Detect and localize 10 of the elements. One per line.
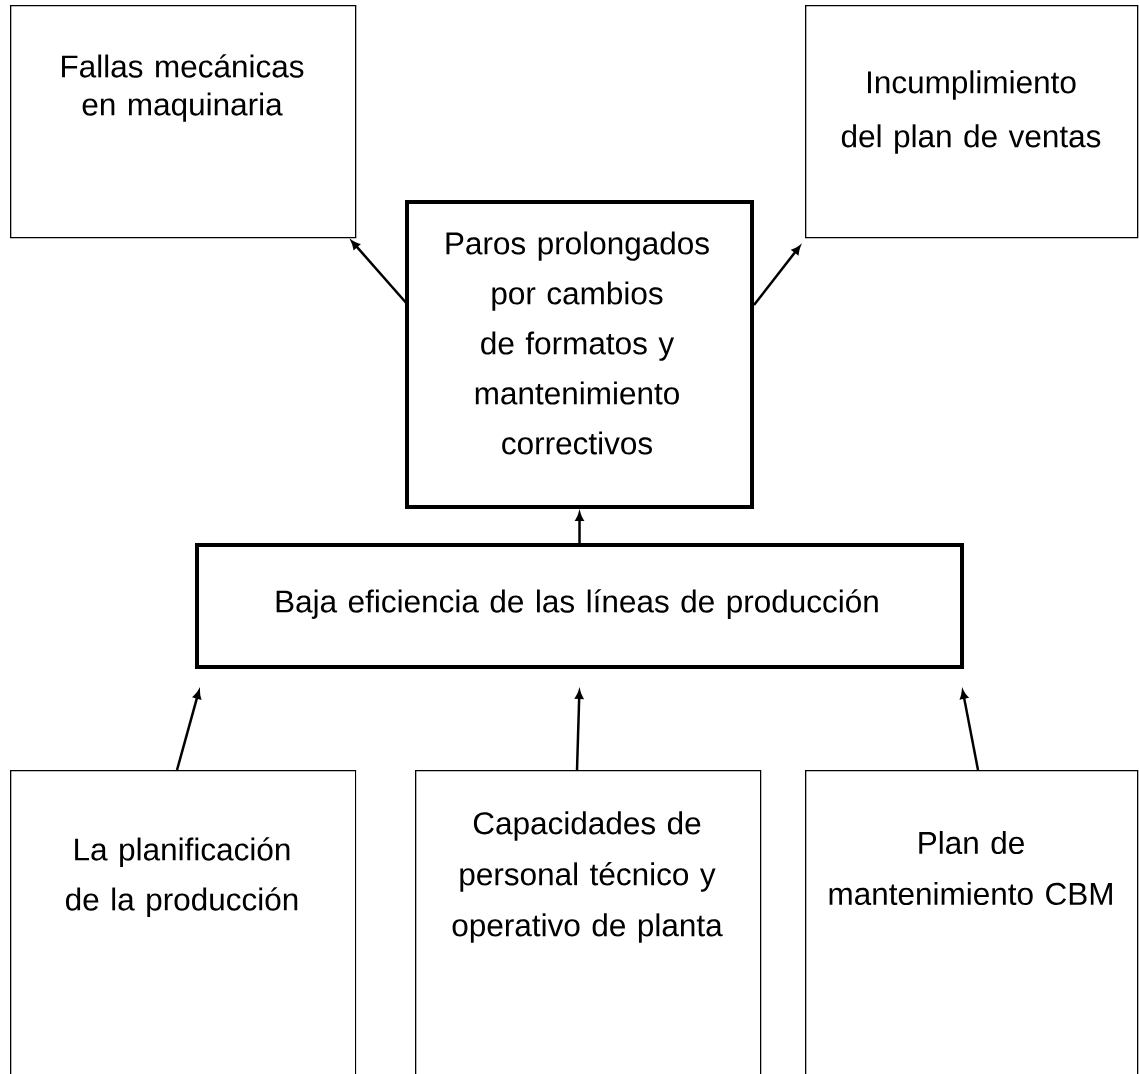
arrow [175,690,201,771]
process-box: Incumplimiento del plan de ventas [805,5,1139,239]
process-box: Paros prolongados por cambios de formatos y mantenimiento correctivos [405,200,754,509]
arrow [753,245,801,306]
process-box: Baja eficiencia de las líneas de producción [195,543,964,669]
process-box: Capacidades de personal técnico y operativo de planta [415,770,762,1074]
process-box: La planificación de la producción [10,770,357,1074]
arrow [960,690,980,771]
process-box: Plan de mantenimiento CBM [805,770,1139,1074]
process-box: Fallas mecánicas en maquinaria [10,5,357,239]
